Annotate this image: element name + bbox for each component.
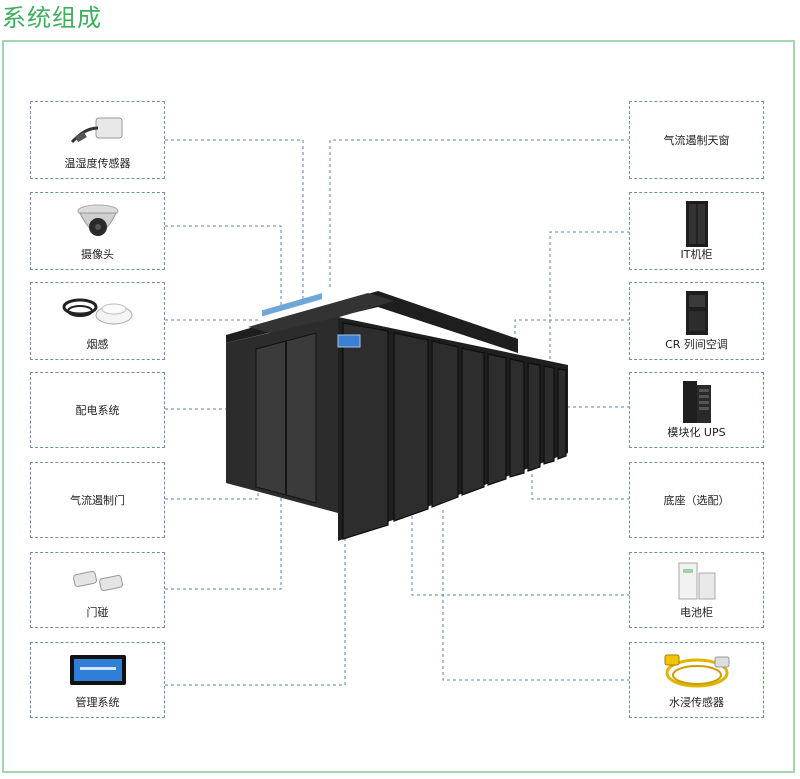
door-contact-icon: [72, 570, 123, 592]
left-item-label: 管理系统: [75, 696, 120, 709]
precision-ac-icon: [685, 291, 708, 335]
camera-icon: [77, 204, 118, 236]
right-item-label: 底座（选配）: [663, 494, 730, 507]
right-item-airflow-skylight: 气流遏制天窗: [629, 101, 764, 179]
right-item-label: 电池柜: [680, 606, 713, 619]
right-item-base: 底座（选配）: [629, 462, 764, 538]
left-item-smoke-detector: 烟感: [30, 282, 165, 360]
left-item-label: 气流遏制门: [70, 494, 125, 507]
left-item-label: 门碰: [86, 606, 109, 619]
left-item-label: 温湿度传感器: [64, 157, 131, 170]
left-item-label: 配电系统: [75, 404, 120, 417]
left-item-temp-humidity-sensor: 温湿度传感器: [30, 101, 165, 179]
page-title: 系统组成: [2, 4, 102, 32]
left-item-management-system: 管理系统: [30, 642, 165, 718]
left-item-label: 摄像头: [81, 248, 114, 261]
battery-cabinet-icon: [678, 562, 715, 600]
left-item-power-distribution: 配电系统: [30, 372, 165, 448]
smoke-detector-icon: [62, 298, 132, 325]
diagram-frame: [2, 40, 795, 773]
micro-datacenter-illustration: [226, 291, 568, 541]
right-item-modular-ups: 模块化 UPS: [629, 372, 764, 448]
left-item-label: 烟感: [86, 338, 109, 351]
right-item-label: 模块化 UPS: [667, 426, 726, 439]
it-cabinet-icon: [685, 201, 708, 247]
right-item-water-sensor: 水浸传感器: [629, 642, 764, 718]
left-item-door-contact: 门碰: [30, 552, 165, 628]
left-item-camera: 摄像头: [30, 192, 165, 270]
right-item-label: CR 列间空调: [665, 338, 728, 351]
ups-icon: [682, 381, 711, 423]
right-item-label: 水浸传感器: [669, 696, 724, 709]
right-item-it-cabinet: IT机柜: [629, 192, 764, 270]
right-item-label: IT机柜: [680, 248, 713, 261]
temperature-humidity-sensor-icon: [70, 117, 122, 144]
water-leak-sensor-icon: [664, 654, 729, 688]
touch-panel-icon: [69, 655, 126, 685]
right-item-label: 气流遏制天窗: [663, 134, 730, 147]
right-item-battery-cabinet: 电池柜: [629, 552, 764, 628]
left-item-airflow-door: 气流遏制门: [30, 462, 165, 538]
right-item-row-ac: CR 列间空调: [629, 282, 764, 360]
